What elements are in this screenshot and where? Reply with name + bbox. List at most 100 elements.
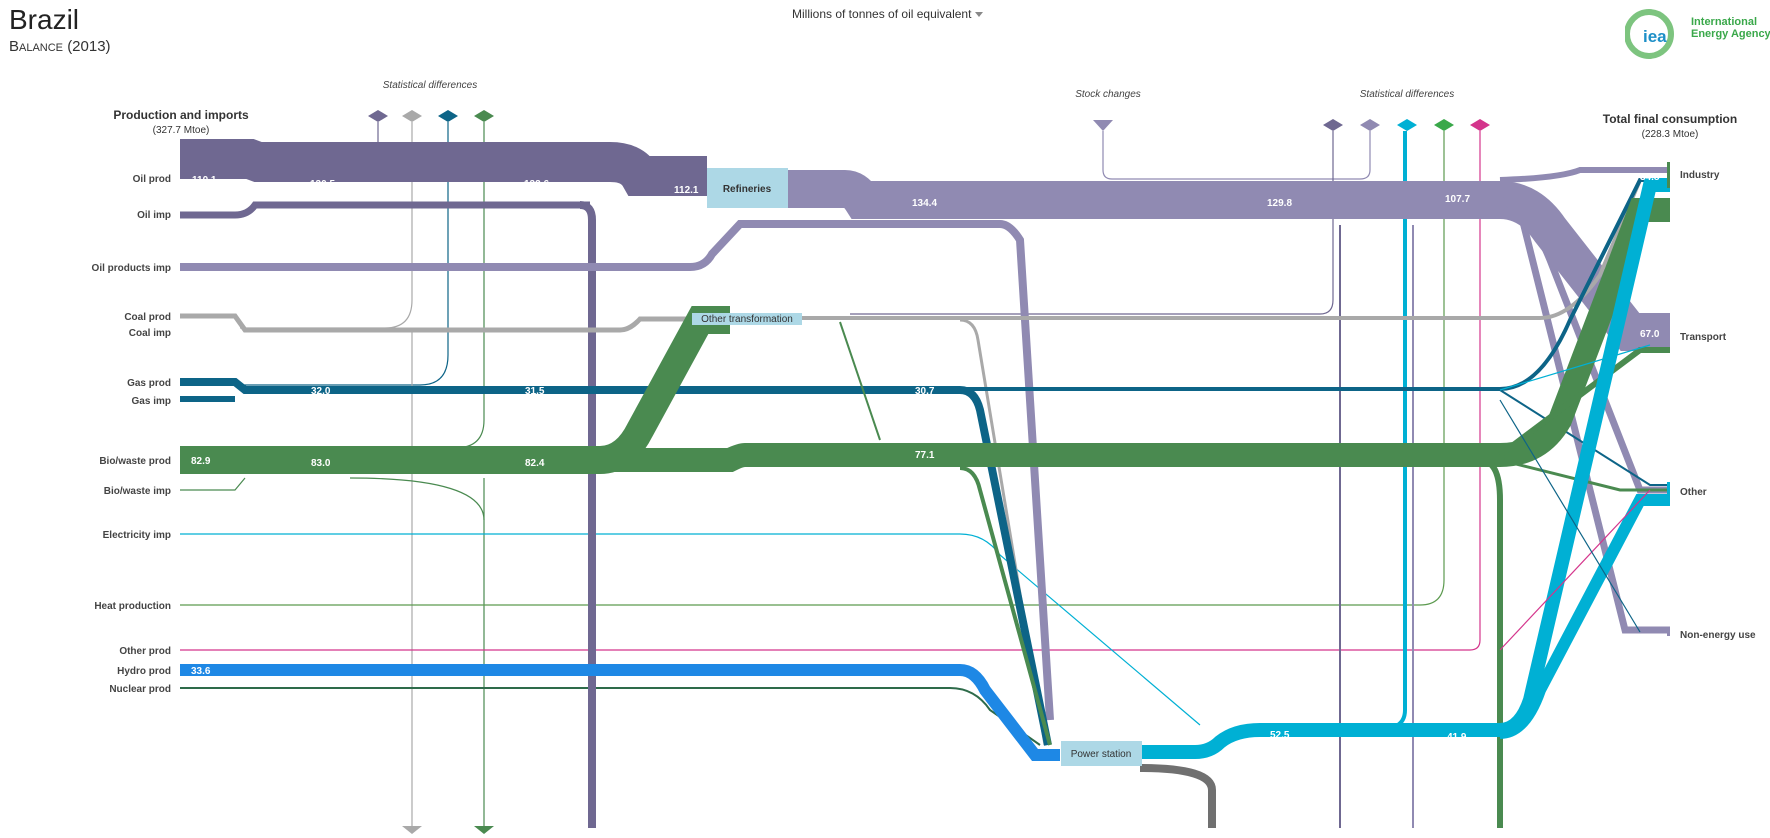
- link-gas-statdiff: [240, 122, 449, 386]
- flow-coal-imp: [180, 313, 700, 333]
- source-coal-imp: Coal imp: [129, 328, 171, 339]
- node-other-transformation-box: [692, 313, 802, 325]
- value-hydro-1: 33.6: [191, 666, 211, 677]
- arrow-down-bio-icon: [474, 826, 494, 834]
- stock-changes-icon: [1093, 120, 1113, 131]
- link-heat-line: [180, 131, 1445, 606]
- arrow-down-coal-icon: [402, 826, 422, 834]
- electricity-flows: [1140, 178, 1670, 759]
- stat-diff-coal-icon: [402, 110, 422, 122]
- stat-diff-other-icon: [1470, 119, 1490, 131]
- source-oil-products-imp: Oil products imp: [92, 263, 171, 274]
- flow-othertrans-bio: [839, 321, 881, 441]
- stat-diff-oil2-icon: [1323, 119, 1343, 131]
- stat-diff-markers-left: [368, 110, 494, 122]
- value-oil-3: 132.6: [524, 179, 549, 190]
- value-bio-2: 83.0: [311, 458, 331, 469]
- link-bio-curve: [349, 477, 485, 521]
- oil-flows: [180, 139, 1216, 828]
- flow-oilp-other: [1498, 196, 1670, 494]
- page-subtitle: Balance (2013): [9, 38, 111, 55]
- flow-elec-other: [1499, 494, 1670, 739]
- header-consumption: Total final consumption: [1603, 112, 1737, 126]
- link-oil-stat2: [850, 131, 1334, 315]
- flow-bio-down: [1479, 457, 1503, 828]
- flow-other-prod-other: [1499, 489, 1651, 651]
- header-stat-diff-2: Statistical differences: [1360, 89, 1455, 100]
- header-production-sub: (327.7 Mtoe): [153, 125, 210, 136]
- value-gas-3: 30.7: [915, 386, 935, 397]
- thin-sink-links: [1499, 344, 1651, 651]
- value-oilp-2: 129.8: [1267, 198, 1292, 209]
- flow-bio-other: [1499, 458, 1670, 492]
- value-bio-1: 82.9: [191, 456, 211, 467]
- link-elec-stat2: [1389, 131, 1407, 730]
- header-stat-diff-1: Statistical differences: [383, 80, 478, 91]
- source-bio-prod: Bio/waste prod: [99, 456, 171, 467]
- flow-oil-prod: [180, 139, 707, 196]
- source-bio-imp: Bio/waste imp: [104, 486, 171, 497]
- node-refineries-label: Refineries: [723, 184, 772, 195]
- value-transport: 67.0: [1640, 329, 1660, 340]
- flow-coal-power: [959, 318, 1047, 746]
- sink-industry-bar: [1667, 162, 1670, 188]
- link-elec-imp: [180, 533, 1201, 726]
- value-elec-1: 52.5: [1270, 730, 1290, 741]
- header-stock-changes: Stock changes: [1075, 89, 1141, 100]
- sink-non-energy-use: Non-energy use: [1680, 630, 1756, 641]
- flow-bio-power: [959, 466, 1052, 746]
- header-consumption-sub: (228.3 Mtoe): [1642, 129, 1699, 140]
- sink-labels: Industry Transport Other Non-energy use: [1680, 170, 1756, 641]
- value-oil-1: 110.1: [192, 175, 217, 186]
- stat-diff-bio-icon: [474, 110, 494, 122]
- value-oilp-3: 107.7: [1445, 194, 1470, 205]
- node-other-transformation-label: Other transformation: [701, 314, 793, 325]
- stat-diff-markers-right: [1323, 119, 1490, 131]
- value-elec-2: 41.9: [1447, 732, 1467, 743]
- node-other-transformation[interactable]: Other transformation: [692, 313, 802, 325]
- sink-other-bar: [1667, 482, 1670, 500]
- value-bio-3: 82.4: [525, 458, 545, 469]
- source-oil-prod: Oil prod: [133, 174, 171, 185]
- value-bio-4: 77.1: [915, 450, 935, 461]
- flow-oilp-industry: [1499, 167, 1670, 183]
- stat-diff-oil-icon: [368, 110, 388, 122]
- node-power-station-box: [1061, 741, 1142, 766]
- stat-diff-gas-icon: [438, 110, 458, 122]
- units-label: Millions of tonnes of oil equivalent: [792, 7, 972, 21]
- flow-bio-transport: [1498, 347, 1670, 458]
- stat-diff-elec-icon: [1397, 119, 1417, 131]
- sink-industry: Industry: [1680, 170, 1720, 181]
- node-power-station[interactable]: Power station: [1061, 741, 1142, 766]
- logo-text-line1: International: [1691, 16, 1758, 28]
- flow-bio-imp: [180, 477, 246, 491]
- source-heat: Heat production: [94, 601, 171, 612]
- flow-oilp-imp: [180, 220, 1054, 721]
- units-dropdown[interactable]: Millions of tonnes of oil equivalent: [792, 7, 984, 21]
- source-nuclear: Nuclear prod: [109, 684, 171, 695]
- stat-diff-oilp-icon: [1360, 119, 1380, 131]
- iea-logo: iea International Energy Agency: [1625, 8, 1770, 60]
- flow-coal-industry: [800, 178, 1670, 320]
- source-oil-imp: Oil imp: [137, 210, 171, 221]
- value-oil-2: 130.5: [310, 179, 335, 190]
- value-gas-2: 31.5: [525, 386, 545, 397]
- coal-flows: [180, 178, 1670, 746]
- flow-hydro: [180, 664, 1060, 761]
- stat-diff-heat-icon: [1434, 119, 1454, 131]
- iea-logo-icon: iea: [1625, 9, 1674, 59]
- sink-transport: Transport: [1680, 332, 1727, 343]
- oil-products-flows: [180, 167, 1670, 721]
- source-coal-prod: Coal prod: [124, 312, 171, 323]
- flow-gas-main: [180, 378, 1052, 746]
- node-refineries[interactable]: Refineries: [707, 168, 788, 208]
- flow-oil-down: [579, 201, 596, 828]
- source-elec-imp: Electricity imp: [103, 530, 171, 541]
- value-industry: 34.8: [1640, 172, 1660, 183]
- node-power-station-label: Power station: [1071, 749, 1132, 760]
- value-oil-4: 112.1: [674, 185, 699, 196]
- flow-loss-down: [1139, 764, 1216, 828]
- flow-elec-transport: [1499, 344, 1651, 391]
- source-gas-imp: Gas imp: [132, 396, 171, 407]
